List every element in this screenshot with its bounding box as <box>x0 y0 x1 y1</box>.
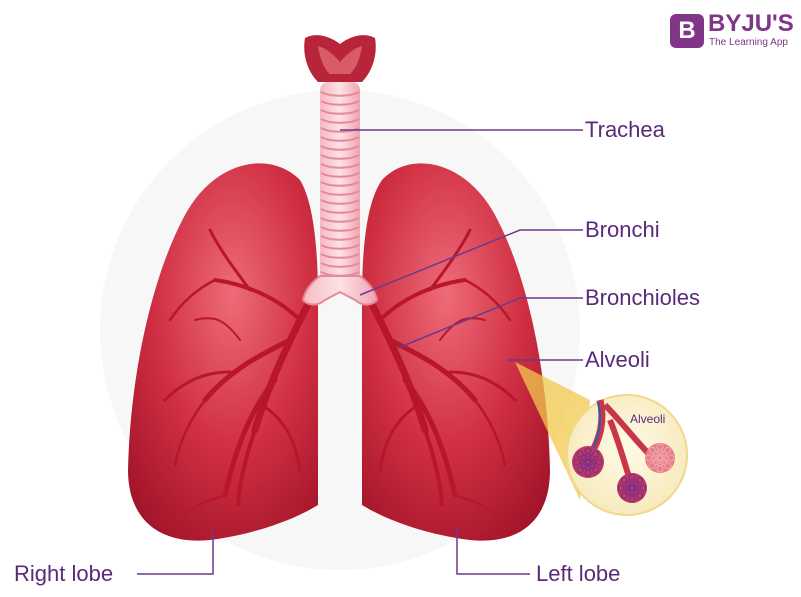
trachea <box>320 82 360 285</box>
right-lobe-label: Right lobe <box>14 563 113 585</box>
inset-alveoli-label: Alveoli <box>630 412 665 426</box>
logo-name: BYJU'S <box>708 10 794 38</box>
alveoli-inset: Alveoli <box>567 395 687 515</box>
left-lobe-label: Left lobe <box>536 563 620 585</box>
byjus-logo: B BYJU'S The Learning App <box>670 10 800 56</box>
bronchioles-label: Bronchioles <box>585 287 700 309</box>
trachea-label: Trachea <box>585 119 665 141</box>
logo-mark: B <box>670 14 704 48</box>
alveoli-label: Alveoli <box>585 349 650 371</box>
bronchi-label: Bronchi <box>585 219 660 241</box>
logo-tagline: The Learning App <box>709 37 788 48</box>
larynx <box>304 35 376 82</box>
